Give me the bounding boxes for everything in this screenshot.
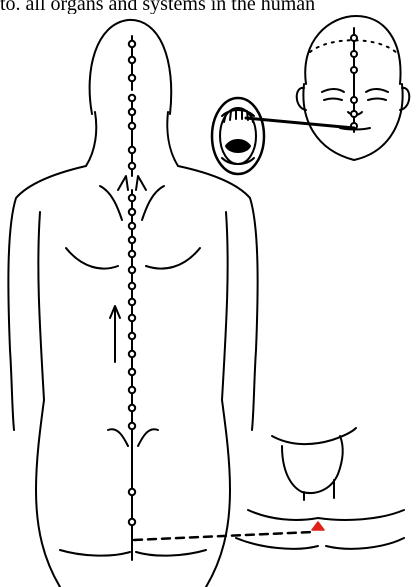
perineum-point-marker (312, 522, 324, 530)
dashed-connector (134, 532, 312, 540)
open-mouth-illustration (212, 98, 264, 174)
